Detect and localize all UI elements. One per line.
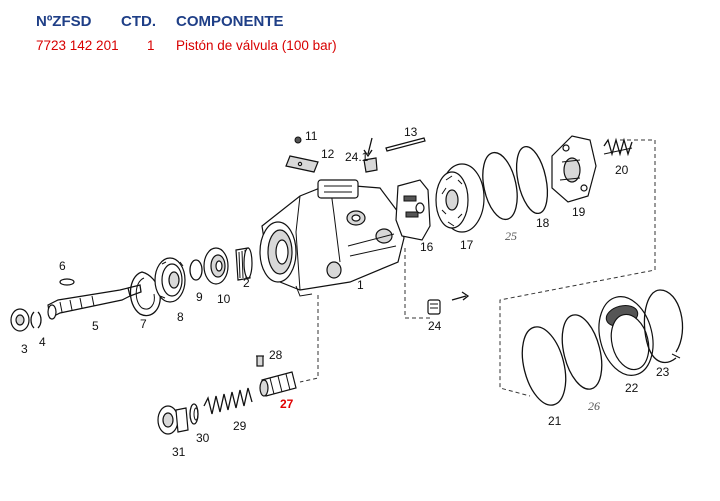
part-9-ring [189, 259, 203, 281]
part-5-shaft [47, 284, 142, 320]
label-9: 9 [196, 290, 203, 304]
label-7: 7 [140, 317, 147, 331]
label-12: 12 [321, 147, 335, 161]
label-18: 18 [536, 216, 550, 230]
header-component: COMPONENTE [176, 13, 284, 30]
part-28-screw [256, 355, 264, 367]
row-part-number: 7723 142 201 [36, 38, 119, 53]
label-5: 5 [92, 319, 99, 333]
part-23-snap-ring [643, 289, 684, 364]
part-21-ring [521, 326, 567, 406]
label-31: 31 [172, 445, 186, 459]
label-23: 23 [656, 365, 670, 379]
label-4: 4 [39, 335, 46, 349]
part-1-housing [259, 179, 405, 297]
part-19-cover-plate [551, 135, 597, 203]
part-7-circlip [129, 271, 161, 317]
label-13: 13 [404, 125, 418, 139]
row-quantity: 1 [147, 38, 155, 53]
part-22-cover [598, 296, 654, 376]
part-4-washer [30, 311, 42, 329]
label-20: 20 [615, 163, 629, 177]
part-16-cam-plate [395, 179, 431, 241]
part-24-1-plug [363, 137, 378, 173]
label-24-1: 24.1 [345, 150, 369, 164]
part-13-pin [385, 137, 426, 152]
part-31-plug-screw [157, 405, 189, 435]
header-part-number: NºZFSD [36, 13, 92, 30]
label-1: 1 [357, 278, 364, 292]
row-component: Pistón de válvula (100 bar) [176, 38, 337, 53]
part-30-washer [189, 403, 199, 425]
part-26-ring [561, 314, 603, 390]
part-24-plug [427, 291, 470, 315]
header-quantity: CTD. [121, 13, 156, 30]
part-6-key [59, 278, 75, 286]
part-2-needle-bearing [235, 247, 253, 281]
part-12-plate [285, 155, 319, 173]
part-27-valve-piston [259, 371, 297, 397]
label-24: 24 [428, 319, 442, 333]
label-16: 16 [420, 240, 434, 254]
label-3: 3 [21, 342, 28, 356]
part-18-ring [515, 145, 549, 215]
part-17-rotor [435, 163, 485, 233]
label-17: 17 [460, 238, 474, 252]
label-25: 25 [505, 229, 517, 243]
label-11: 11 [305, 129, 318, 143]
label-10: 10 [217, 292, 231, 306]
part-10-bearing [203, 247, 229, 285]
label-28: 28 [269, 348, 283, 362]
label-30: 30 [196, 431, 210, 445]
label-26: 26 [588, 399, 600, 413]
label-19: 19 [572, 205, 586, 219]
label-2: 2 [243, 276, 250, 290]
label-8: 8 [177, 310, 184, 324]
label-21: 21 [548, 414, 562, 428]
part-3-nut [10, 308, 30, 332]
part-8-bearing [154, 257, 186, 303]
label-29: 29 [233, 419, 247, 433]
part-20-spring [603, 137, 633, 157]
part-25-ring [482, 151, 518, 221]
part-11-screw [294, 136, 302, 144]
part-labels: 11 12 13 24.1 16 17 25 18 19 20 1 2 10 9… [21, 125, 670, 459]
label-22: 22 [625, 381, 639, 395]
label-27: 27 [280, 397, 294, 411]
label-6: 6 [59, 259, 66, 273]
part-29-spring [203, 387, 253, 415]
